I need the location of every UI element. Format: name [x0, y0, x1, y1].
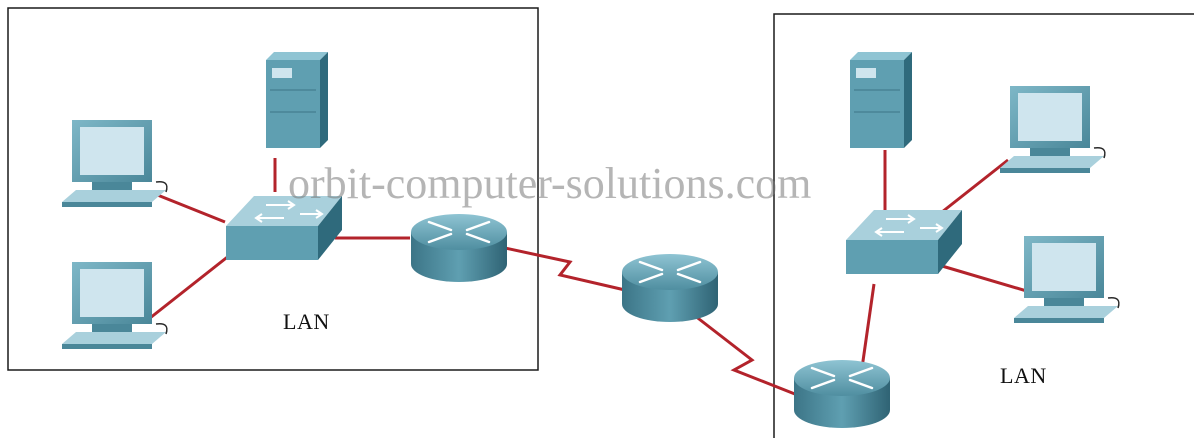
workstation-icon	[62, 120, 168, 207]
link-switch-router3	[860, 283, 876, 369]
links-left	[149, 158, 410, 320]
serial-link-r1-r2	[504, 246, 626, 292]
server-icon	[266, 52, 328, 148]
watermark-text: orbit-computer-solutions.com	[288, 159, 812, 208]
workstation-icon	[1014, 236, 1120, 323]
lan-right-label: LAN	[1000, 363, 1047, 388]
lan-right-boundary	[773, 13, 1194, 438]
link-pc1-switch	[149, 190, 226, 224]
switch-icon	[846, 210, 962, 274]
server-icon	[850, 52, 912, 148]
workstation-icon	[62, 262, 168, 349]
lan-left-label: LAN	[283, 309, 330, 334]
workstation-icon	[1000, 86, 1106, 173]
wan-links	[504, 246, 806, 400]
router-icon	[794, 360, 890, 428]
router-icon	[622, 254, 718, 322]
switch-icon	[226, 196, 342, 260]
link-pc2-switch	[149, 253, 231, 320]
links-right	[860, 150, 1031, 369]
router-icon	[411, 214, 507, 282]
serial-link-r2-r3	[689, 310, 806, 400]
link-switch-pc4	[941, 264, 1031, 294]
lan-left-boundary	[7, 7, 539, 371]
link-switch-pc3	[941, 158, 1009, 214]
